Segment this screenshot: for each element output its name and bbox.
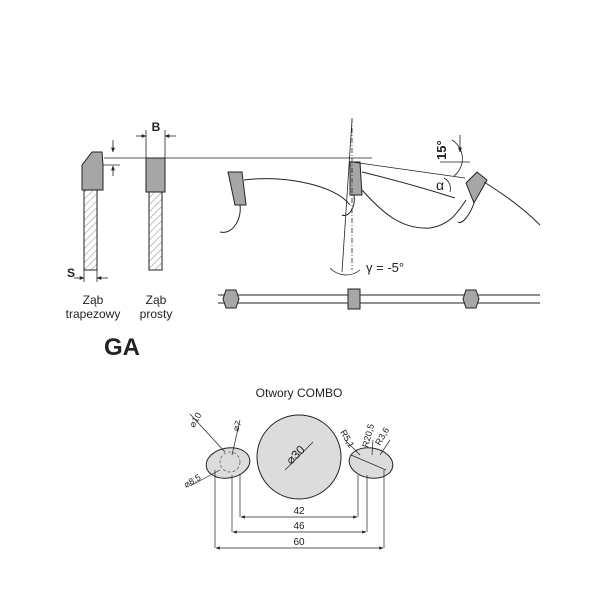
combo-title: Otwory COMBO <box>256 386 343 400</box>
center-bore <box>256 414 342 500</box>
gamma-label: γ = -5° <box>366 260 404 275</box>
series-title: GA <box>104 334 140 361</box>
alpha-label: α <box>436 177 444 193</box>
dia7-label: ⌀7 <box>230 419 243 432</box>
trapezoid-label-2: trapezowy <box>66 307 121 321</box>
trapezoid-tooth-body <box>83 189 98 271</box>
b-label: B <box>152 120 161 134</box>
blade-profile: 15° α γ = -5° <box>219 118 541 276</box>
clearance-angle-label: 15° <box>434 140 449 160</box>
dia8-5-label: ⌀8,5 <box>182 472 203 490</box>
r20-5-label: R20,5 <box>360 423 376 449</box>
straight-label-2: prosty <box>140 307 173 321</box>
trapezoid-tooth-tip <box>81 151 104 191</box>
straight-tooth-tip <box>145 157 166 193</box>
r3-6-label: R3,6 <box>373 426 391 447</box>
r5-1-label: R5,1 <box>338 428 356 449</box>
straight-tooth-body <box>148 191 163 271</box>
straight-tooth: B Ząb prosty <box>136 120 176 321</box>
s-label: S <box>67 266 75 280</box>
trapezoidal-tooth: S Ząb trapezowy <box>66 140 372 321</box>
left-hole <box>205 447 251 479</box>
dim-46: 46 <box>293 521 305 532</box>
right-hole <box>348 447 394 479</box>
dim-60: 60 <box>293 537 305 548</box>
trapezoid-label-1: Ząb <box>83 293 104 307</box>
dim-42: 42 <box>293 506 305 517</box>
combo-holes: Otwory COMBO ⌀10 ⌀7 ⌀8,5 ⌀30 R5,1 R20,5 … <box>182 386 394 550</box>
straight-label-1: Ząb <box>146 293 167 307</box>
blade-top-view <box>218 288 540 310</box>
